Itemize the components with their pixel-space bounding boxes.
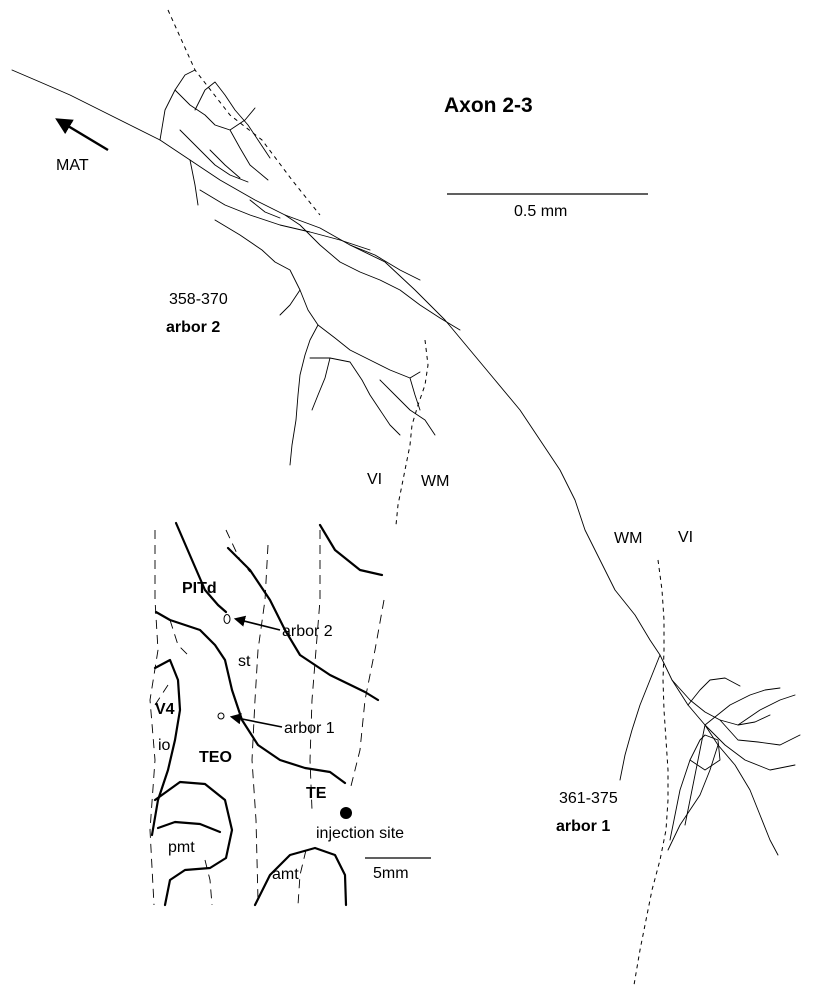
arbor-1-name-label: arbor 1 — [556, 818, 611, 835]
inset-label-arbor-1: arbor 1 — [284, 720, 335, 737]
inset-label-amt: amt — [272, 866, 299, 883]
axon-main-trunk — [11, 69, 719, 746]
injection-site-dot — [340, 807, 352, 819]
arbor-2-site-marker — [223, 614, 231, 624]
boundary-dashed-line-top — [167, 9, 321, 216]
inset-brain-map — [149, 521, 431, 907]
arbor-2-range-label: 358-370 — [169, 291, 228, 308]
boundary-dashed-line-arbor1 — [633, 559, 669, 986]
layer-label-wm-right: WM — [614, 530, 643, 547]
layer-label-vi-left: VI — [367, 471, 383, 488]
inset-label-arbor-2: arbor 2 — [282, 623, 333, 640]
inset-label-teo: TEO — [199, 749, 232, 766]
arbor-1-site-marker — [217, 712, 225, 720]
layer-label-wm-left: WM — [421, 473, 450, 490]
inset-label-v4: V4 — [155, 701, 175, 718]
mat-direction-arrow — [55, 118, 109, 152]
arbor-1-branches — [619, 654, 801, 856]
inset-arrow-arbor-2 — [233, 615, 281, 631]
direction-label: MAT — [56, 157, 89, 174]
arbor-1-range-label: 361-375 — [559, 790, 618, 807]
inset-label-pmt: pmt — [168, 839, 195, 856]
arbor-2-branches — [159, 69, 461, 466]
figure-title: Axon 2-3 — [444, 94, 533, 117]
inset-label-injection-site: injection site — [316, 825, 405, 842]
layer-label-vi-right: VI — [678, 529, 694, 546]
inset-label-te: TE — [306, 785, 327, 802]
inset-arrow-arbor-1 — [229, 713, 283, 728]
inset-label-pitd: PITd — [182, 580, 217, 597]
inset-label-io: io — [158, 737, 171, 754]
inset-label-st: st — [238, 653, 251, 670]
inset-label-scale: 5mm — [373, 865, 409, 882]
boundary-dashed-line-arbor2 — [395, 339, 429, 526]
scale-bar-label: 0.5 mm — [514, 203, 568, 220]
arbor-2-name-label: arbor 2 — [166, 319, 221, 336]
